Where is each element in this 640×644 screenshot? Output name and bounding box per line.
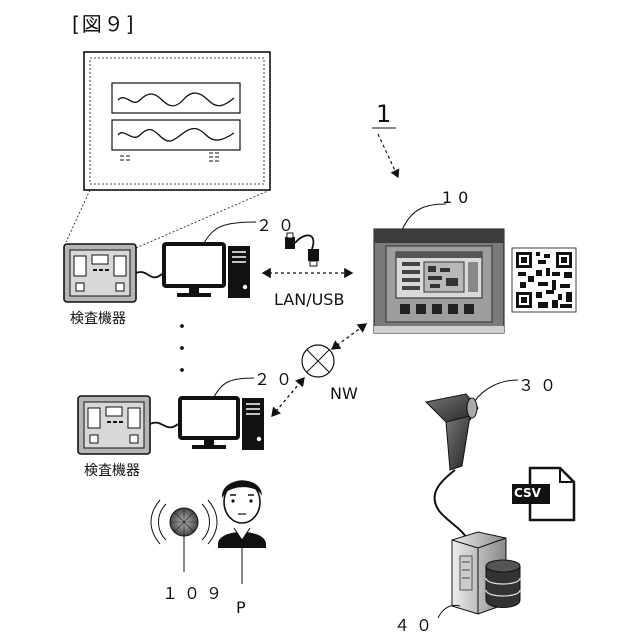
network-hub-icon	[302, 345, 334, 377]
lan-usb-label: LAN/USB	[274, 290, 344, 309]
server-ref-label: ４０	[394, 612, 438, 636]
main-device-photo	[374, 204, 504, 333]
database-icon	[486, 560, 520, 608]
terminal-top-ref-label: ２０	[256, 212, 300, 236]
inspection-device-bottom	[78, 396, 178, 454]
scanner-ref-label: ３０	[518, 372, 562, 396]
network-link-upper	[332, 324, 366, 349]
waveform-screen-callout	[66, 52, 270, 248]
system-ref-label: 1	[376, 100, 391, 128]
ellipsis-dots	[180, 324, 184, 372]
monitor-icon	[164, 244, 224, 297]
terminal-bottom	[180, 378, 264, 450]
terminal-bottom-ref-label: ２０	[254, 366, 298, 390]
csv-label: CSV	[514, 486, 541, 500]
usb-cable-icon	[285, 233, 319, 266]
inspection-top-label: 検査機器	[70, 308, 126, 328]
pc-tower-icon	[228, 246, 250, 298]
barcode-scanner-icon	[426, 380, 518, 548]
figure-title: [図９]	[72, 8, 136, 37]
pc-tower-icon	[242, 398, 264, 450]
inspection-device-top	[64, 244, 162, 302]
person-ref-label: P	[236, 598, 246, 617]
rfid-tag-icon	[151, 500, 217, 572]
qr-code-icon	[512, 248, 576, 312]
network-label: NW	[330, 384, 358, 403]
inspection-bottom-label: 検査機器	[84, 460, 140, 480]
monitor-icon	[180, 398, 238, 449]
terminal-top	[164, 222, 256, 298]
device-ref-label: 10	[442, 188, 474, 207]
system-pointer	[372, 128, 398, 177]
person-icon	[218, 480, 266, 584]
tag-ref-label: １０９	[162, 580, 228, 604]
